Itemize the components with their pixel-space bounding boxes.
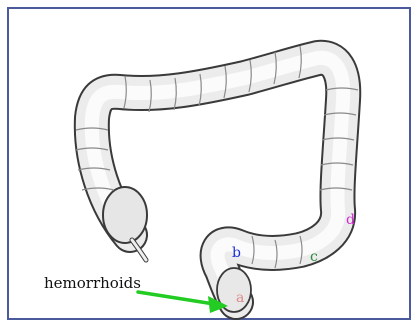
label-a: a (236, 291, 244, 305)
label-d: d (346, 213, 355, 227)
label-c: c (310, 250, 318, 264)
cecum (103, 187, 147, 243)
colon-body (92, 58, 343, 302)
label-b: b (232, 246, 241, 260)
hemorrhoids-caption: hemorrhoids (44, 274, 141, 292)
